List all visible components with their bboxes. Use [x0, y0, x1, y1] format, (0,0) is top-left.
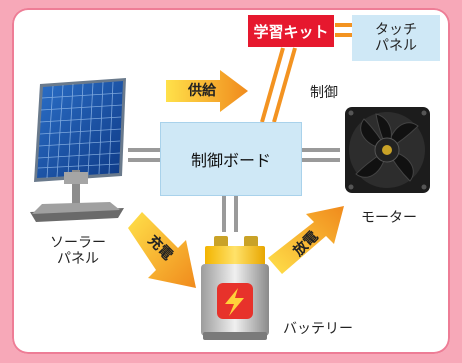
solar-panel-label-line1: ソーラー	[50, 235, 106, 251]
connector-kit-touch	[335, 23, 352, 37]
connector-solar-board	[128, 148, 160, 162]
supply-arrow	[166, 70, 248, 112]
control-board-box: 制御ボード	[160, 122, 302, 196]
learning-kit-label: 学習キット	[253, 22, 329, 41]
learning-kit-box: 学習キット	[248, 15, 334, 47]
control-label: 制御	[310, 85, 338, 101]
battery-label: バッテリー	[283, 321, 353, 337]
discharge-arrow	[268, 206, 344, 274]
solar-panel-label: ソーラー パネル	[48, 235, 108, 267]
solar-panel-label-line2: パネル	[57, 251, 99, 267]
fan-icon	[345, 107, 430, 193]
supply-label: 供給	[188, 83, 216, 99]
charge-arrow	[128, 212, 196, 288]
connector-kit-board	[260, 47, 297, 123]
touch-panel-box: タッチ パネル	[352, 15, 440, 61]
touch-panel-label-line1: タッチ	[375, 22, 417, 38]
control-board-label: 制御ボード	[190, 151, 271, 170]
motor-label: モーター	[361, 210, 417, 226]
battery-icon	[201, 236, 269, 340]
connector-board-battery	[222, 195, 238, 232]
connector-board-fan	[301, 148, 340, 162]
touch-panel-label-line2: パネル	[375, 38, 417, 54]
solar-panel-icon	[30, 78, 126, 222]
